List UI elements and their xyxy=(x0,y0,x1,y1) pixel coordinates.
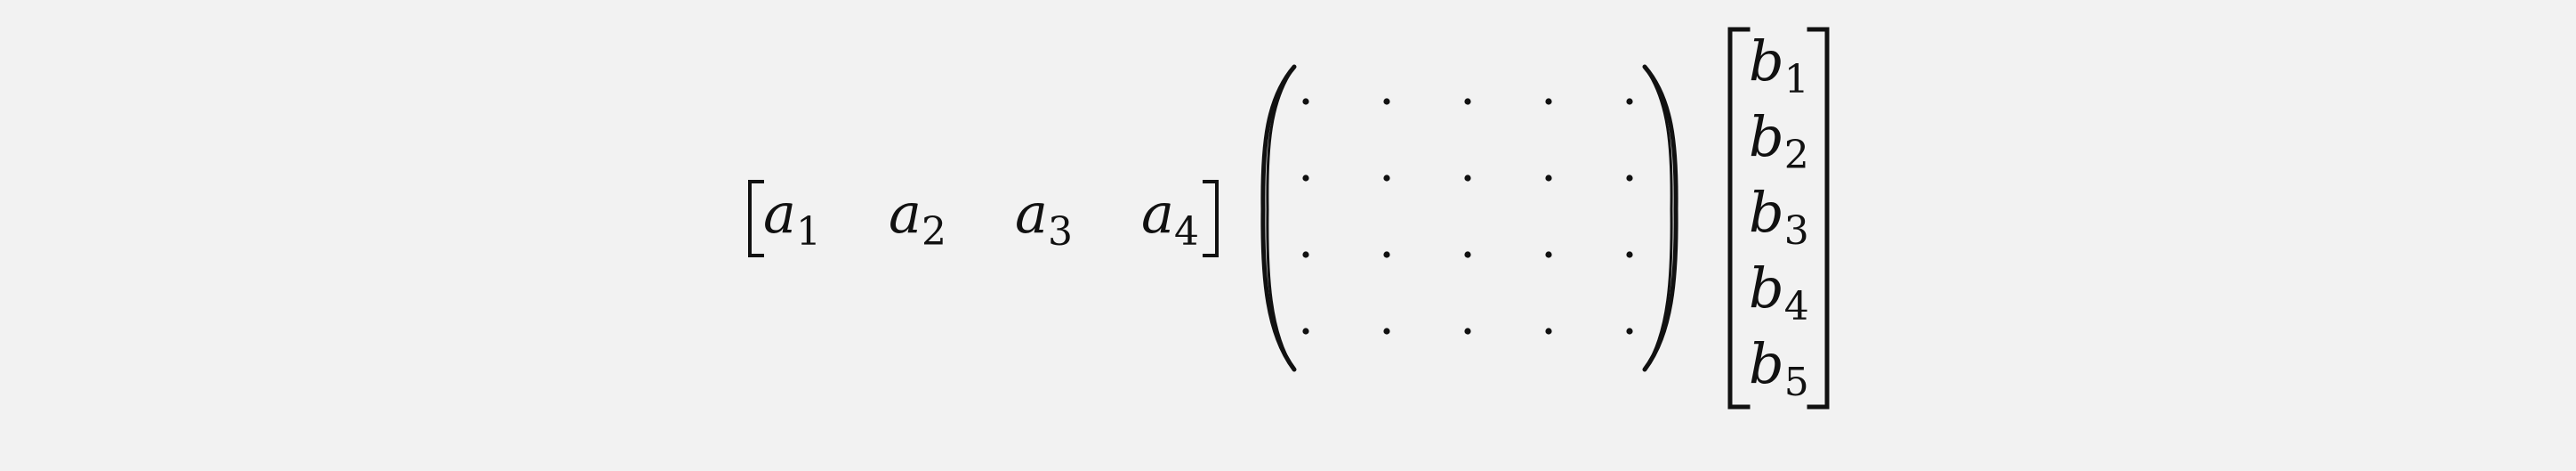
svg-text:b1: b1 xyxy=(1749,28,1809,102)
matrix-entry-dot xyxy=(1302,251,1309,258)
row-vector-right-bracket xyxy=(1203,180,1219,257)
column-vector-entry: b2 xyxy=(1749,104,1809,178)
column-vector-entry: b5 xyxy=(1749,331,1809,405)
svg-text:a4: a4 xyxy=(1141,181,1199,255)
column-vector-entry: b4 xyxy=(1749,256,1809,329)
matrix-entry-dot xyxy=(1302,175,1309,182)
matrix-entry-dot xyxy=(1302,328,1309,335)
matrix-entry-dot xyxy=(1626,98,1633,105)
entry-symbol: b xyxy=(1749,104,1784,169)
row-vector: a1 a2 a3 a4 xyxy=(748,180,1219,257)
matrix-entry-dot xyxy=(1545,175,1552,182)
row-vector-entry: a4 xyxy=(1141,181,1199,255)
matrix-entry-dot xyxy=(1545,98,1552,105)
row-vector-entry: a3 xyxy=(1015,181,1073,255)
matrix-entry-dot xyxy=(1626,251,1633,258)
matrix-entry-dot xyxy=(1464,98,1471,105)
column-vector-left-bracket xyxy=(1727,27,1751,410)
matrix-entry-dot xyxy=(1464,251,1471,258)
svg-text:a2: a2 xyxy=(889,181,946,255)
matrix-entry-dot xyxy=(1383,328,1390,335)
svg-text:b4: b4 xyxy=(1749,256,1809,329)
entry-index: 4 xyxy=(1784,284,1809,329)
entry-symbol: a xyxy=(763,181,796,246)
svg-text:a3: a3 xyxy=(1015,181,1073,255)
svg-text:b3: b3 xyxy=(1749,180,1809,254)
entry-symbol: b xyxy=(1749,28,1784,93)
row-vector-entry: a1 xyxy=(763,181,821,255)
matrix-left-parenthesis xyxy=(1260,64,1297,372)
matrix-entry-dot xyxy=(1383,98,1390,105)
entry-symbol: b xyxy=(1749,256,1784,321)
column-vector: b1 b2 b3 b4 b5 xyxy=(1727,27,1830,410)
matrix-entry-dot xyxy=(1545,251,1552,258)
svg-text:b5: b5 xyxy=(1749,331,1809,405)
svg-text:b2: b2 xyxy=(1749,104,1809,178)
matrix-entry-dot xyxy=(1626,328,1633,335)
entry-index: 3 xyxy=(1784,208,1809,254)
matrix-entry-dot xyxy=(1626,175,1633,182)
entry-symbol: b xyxy=(1749,180,1784,245)
entry-index: 5 xyxy=(1784,360,1809,405)
entry-index: 2 xyxy=(1784,133,1809,178)
svg-text:a1: a1 xyxy=(763,181,821,255)
entry-symbol: a xyxy=(1141,181,1174,246)
matrix-entries xyxy=(1302,98,1633,335)
row-vector-entry: a2 xyxy=(889,181,946,255)
entry-index: 4 xyxy=(1174,209,1199,255)
matrix-entry-dot xyxy=(1545,328,1552,335)
matrix-right-parenthesis xyxy=(1642,64,1678,372)
matrix-left-parenthesis-inner xyxy=(1266,68,1294,369)
column-vector-entry: b1 xyxy=(1749,28,1809,102)
matrix-right-parenthesis-inner xyxy=(1645,68,1673,369)
matrix-entry-dot xyxy=(1464,175,1471,182)
entry-index: 1 xyxy=(796,209,821,255)
entry-symbol: b xyxy=(1749,331,1784,396)
matrix-entry-dot xyxy=(1302,98,1309,105)
column-vector-entry: b3 xyxy=(1749,180,1809,254)
entry-symbol: a xyxy=(1015,181,1048,246)
row-vector-left-bracket xyxy=(748,180,764,257)
matrix-entry-dot xyxy=(1464,328,1471,335)
entry-index: 3 xyxy=(1048,209,1073,255)
matrix xyxy=(1260,64,1678,372)
entry-index: 1 xyxy=(1784,57,1809,102)
matrix-entry-dot xyxy=(1383,251,1390,258)
column-vector-right-bracket xyxy=(1807,27,1830,410)
matrix-entry-dot xyxy=(1383,175,1390,182)
entry-index: 2 xyxy=(922,209,946,255)
entry-symbol: a xyxy=(889,181,922,246)
